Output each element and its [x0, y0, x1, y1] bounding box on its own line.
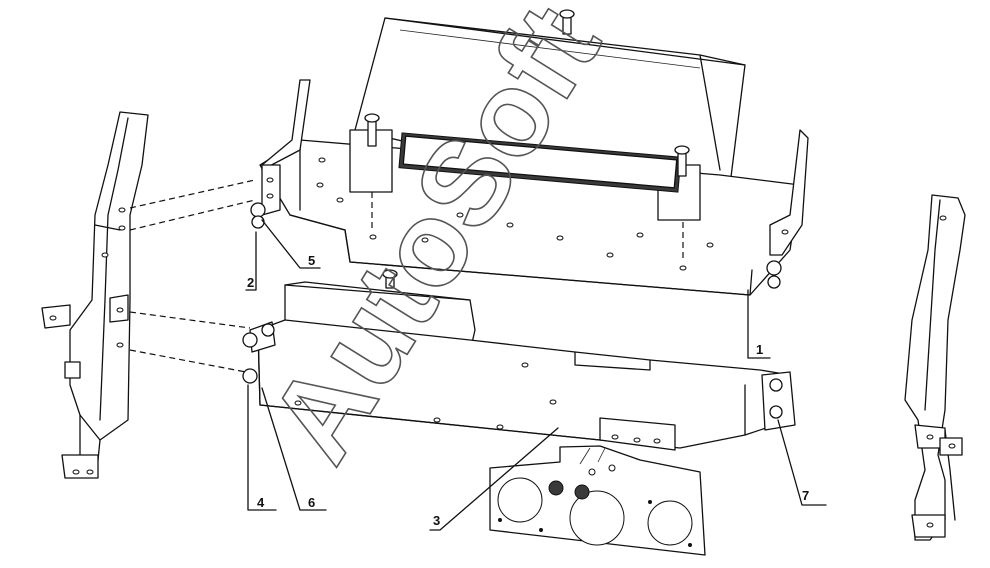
label-7: 7 [802, 488, 809, 503]
label-3: 3 [433, 513, 440, 528]
left-bracket-alignment-lines [129, 179, 256, 373]
callout-labels: 1 2 3 4 5 6 7 [247, 253, 809, 528]
left-side-bracket [41, 111, 149, 479]
callout-leaders [245, 219, 827, 531]
label-1: 1 [756, 342, 763, 357]
label-2: 2 [247, 275, 254, 290]
lower-mounting-plate [242, 319, 796, 451]
upper-mounting-plate [250, 79, 809, 296]
right-side-bracket [904, 194, 966, 541]
bottom-faceplate [489, 445, 706, 556]
label-4: 4 [257, 495, 265, 510]
label-6: 6 [308, 495, 315, 510]
label-5: 5 [308, 253, 315, 268]
